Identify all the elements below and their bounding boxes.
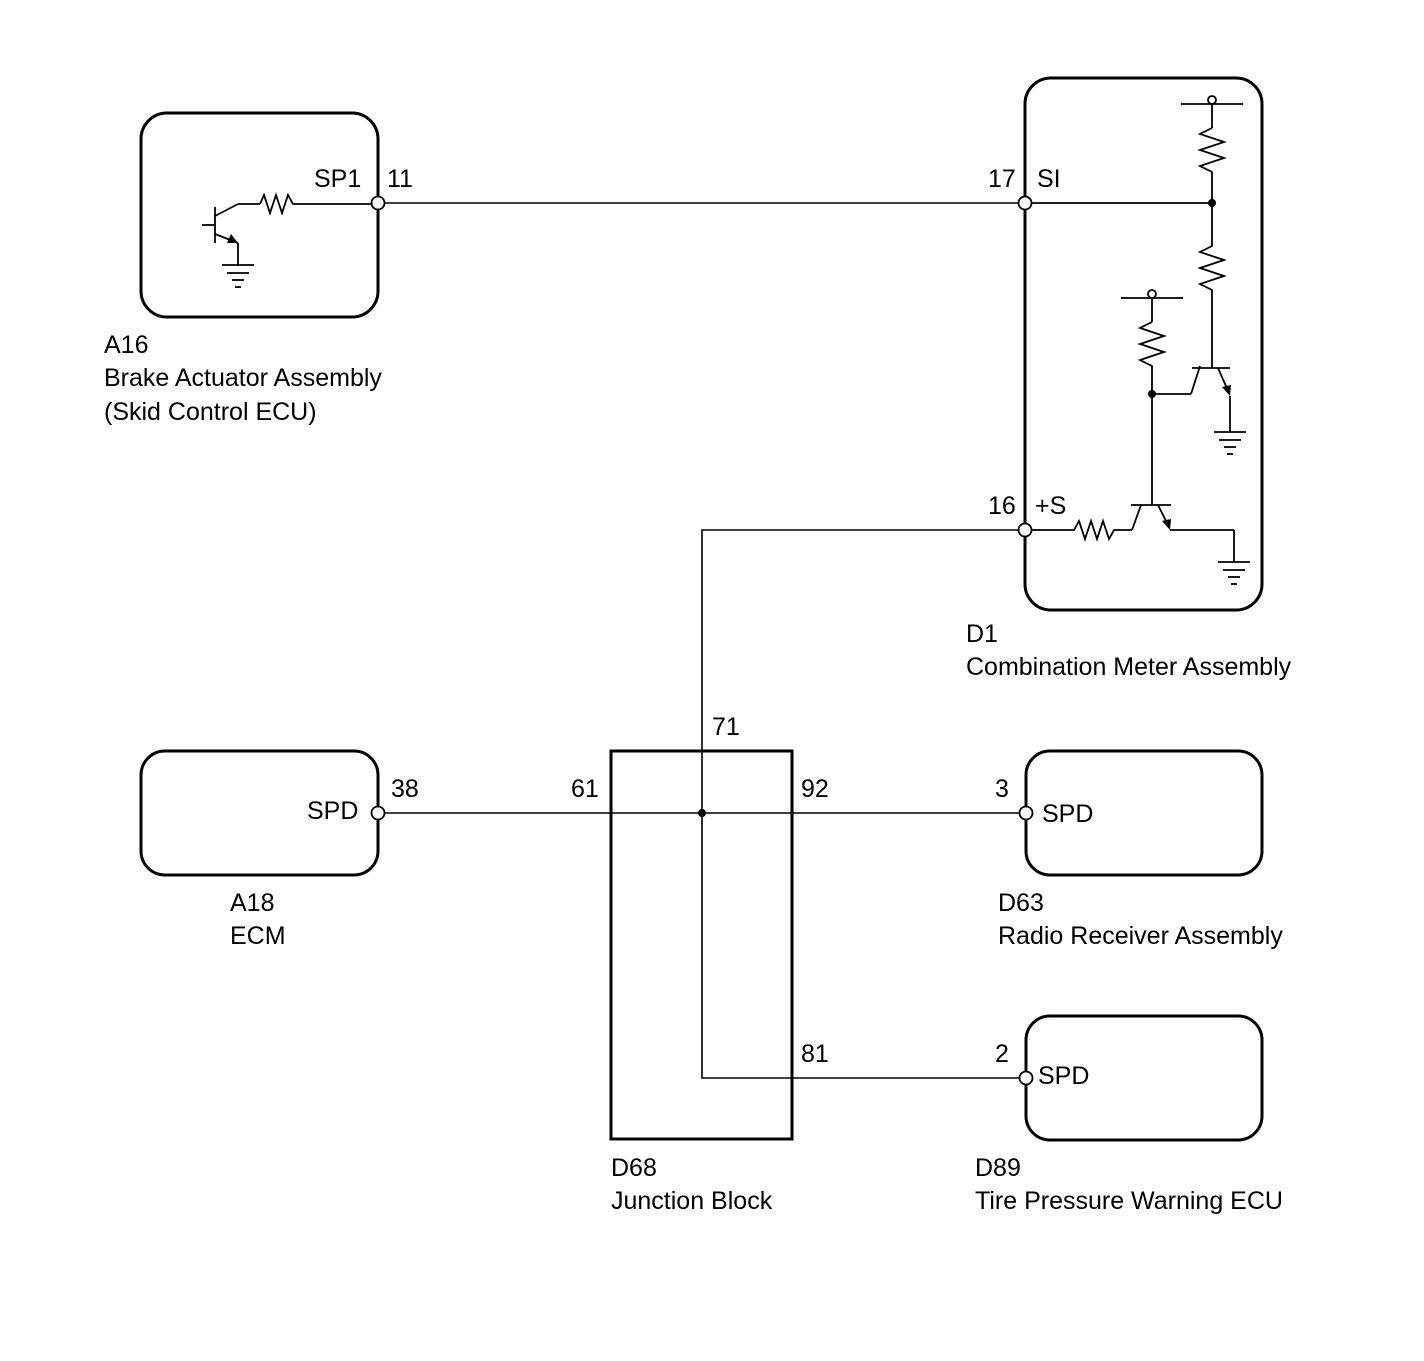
d63-code: D63 xyxy=(998,889,1044,917)
a16-terminal-label: SP1 xyxy=(314,165,361,193)
d63-pin-3 xyxy=(1018,805,1034,821)
a16-resistor-icon xyxy=(259,192,378,216)
d68-pin-right-upper: 92 xyxy=(801,775,829,803)
a18-name: ECM xyxy=(230,922,286,950)
a18-terminal-label: SPD xyxy=(307,797,358,825)
a16-transistor-icon xyxy=(202,203,260,265)
a16-ground-icon xyxy=(222,264,254,288)
d89-pin-2 xyxy=(1018,1070,1034,1086)
a18-code: A18 xyxy=(230,889,274,917)
a16-pin-number: 11 xyxy=(387,165,413,193)
a18-pin-38 xyxy=(370,805,386,821)
a16-pin-11 xyxy=(370,195,386,211)
d63-pin-number: 3 xyxy=(995,775,1009,803)
d89-code: D89 xyxy=(975,1154,1021,1182)
d1-name: Combination Meter Assembly xyxy=(966,653,1292,681)
a18-pin-number: 38 xyxy=(391,775,419,803)
d63-terminal-label: SPD xyxy=(1042,800,1093,828)
d1-supply-mid-icon xyxy=(1121,289,1183,322)
d1-box xyxy=(1023,76,1264,612)
d1-pin-si-number: 17 xyxy=(988,165,1016,193)
d1-code: D1 xyxy=(966,620,998,648)
d68-code: D68 xyxy=(611,1154,657,1182)
junction-dot xyxy=(698,809,706,817)
a16-name-line2: (Skid Control ECU) xyxy=(104,398,317,426)
d1-terminal-si-label: SI xyxy=(1037,165,1061,193)
a16-name-line1: Brake Actuator Assembly xyxy=(104,364,382,392)
d1-transistor-upper-icon xyxy=(1190,365,1231,432)
d1-resistor-lower-icon xyxy=(1137,321,1167,394)
d1-pin-s-number: 16 xyxy=(988,492,1016,520)
a16-code: A16 xyxy=(104,331,148,359)
d1-resistor-s-icon xyxy=(1025,518,1132,542)
d1-pin-17 xyxy=(1017,195,1033,211)
wire-d1-to-d68 xyxy=(701,529,1026,1079)
d1-pin-16 xyxy=(1017,522,1033,538)
d1-transistor-lower-icon xyxy=(1131,504,1235,562)
d1-resistor-upper-icon xyxy=(1197,127,1227,203)
d1-terminal-s-label: +S xyxy=(1035,492,1066,520)
d63-name: Radio Receiver Assembly xyxy=(998,922,1283,950)
d1-supply-top-icon xyxy=(1181,95,1243,128)
d89-terminal-label: SPD xyxy=(1038,1062,1089,1090)
d1-ground-lower-icon xyxy=(1218,561,1250,585)
d68-name: Junction Block xyxy=(611,1187,773,1215)
a16-box xyxy=(139,111,380,319)
d89-name: Tire Pressure Warning ECU xyxy=(975,1187,1283,1215)
d68-pin-right-lower: 81 xyxy=(801,1040,829,1068)
d68-pin-left: 61 xyxy=(571,775,599,803)
d89-pin-number: 2 xyxy=(995,1040,1009,1068)
d1-resistor-middle-icon xyxy=(1197,203,1227,366)
d1-ground-upper-icon xyxy=(1214,431,1246,455)
d68-pin-top: 71 xyxy=(712,713,740,741)
